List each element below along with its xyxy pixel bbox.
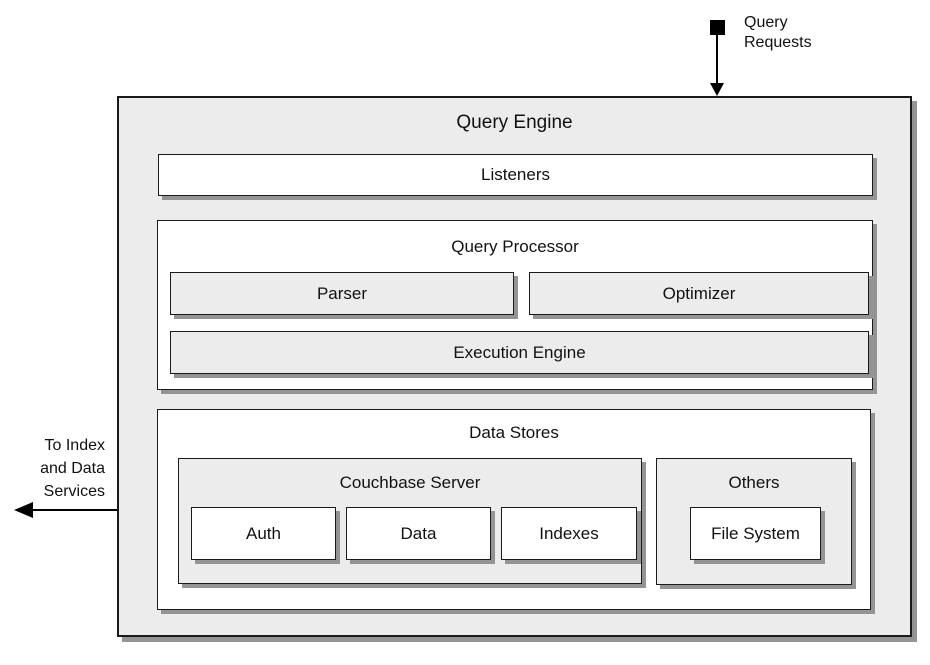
query-processor-box: Query Processor Parser Optimizer Executi… bbox=[157, 220, 873, 390]
auth-box: Auth bbox=[191, 507, 336, 560]
parser-box: Parser bbox=[170, 272, 514, 315]
others-box: Others File System bbox=[656, 458, 852, 585]
arrow-line bbox=[716, 34, 718, 84]
couchbase-server-title: Couchbase Server bbox=[339, 473, 481, 492]
query-requests-label: Query Requests bbox=[744, 14, 812, 51]
arrow-square-marker bbox=[710, 20, 725, 35]
arrow-line bbox=[32, 509, 117, 511]
indexes-box: Indexes bbox=[501, 507, 637, 560]
file-system-box: File System bbox=[690, 507, 821, 560]
to-services-label: To Index and Data Services bbox=[40, 437, 105, 500]
query-engine-box: Query Engine Listeners Query Processor P… bbox=[117, 96, 912, 637]
data-stores-box: Data Stores Couchbase Server Auth Data I… bbox=[157, 409, 871, 610]
data-stores-title: Data Stores bbox=[469, 423, 559, 442]
execution-engine-box: Execution Engine bbox=[170, 331, 869, 374]
arrow-head-down-icon bbox=[710, 83, 724, 96]
data-box: Data bbox=[346, 507, 491, 560]
optimizer-box: Optimizer bbox=[529, 272, 869, 315]
arrow-head-left-icon bbox=[14, 502, 33, 518]
query-engine-title: Query Engine bbox=[456, 112, 573, 133]
others-title: Others bbox=[728, 473, 780, 492]
query-processor-title: Query Processor bbox=[451, 237, 579, 256]
listeners-box: Listeners bbox=[158, 154, 873, 196]
couchbase-server-box: Couchbase Server Auth Data Indexes bbox=[178, 458, 642, 584]
